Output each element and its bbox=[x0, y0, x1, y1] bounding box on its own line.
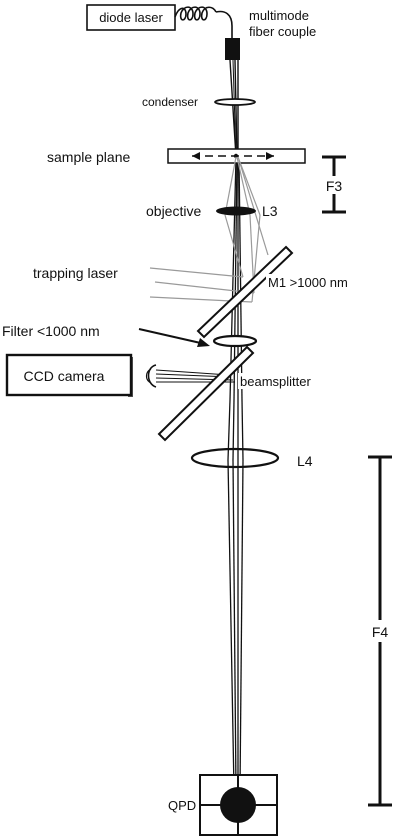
condenser-label: condenser bbox=[142, 95, 198, 109]
dichroic-mirror-m1 bbox=[196, 245, 294, 339]
l4-label: L4 bbox=[297, 453, 313, 469]
diode-laser-label: diode laser bbox=[99, 10, 163, 25]
filter-label: Filter <1000 nm bbox=[2, 323, 100, 339]
fiber-label-line2: fiber couple bbox=[249, 24, 316, 39]
qpd-detector bbox=[199, 774, 278, 836]
m1-label: M1 >1000 nm bbox=[268, 275, 348, 290]
optical-fiber bbox=[174, 6, 233, 38]
arrow-right-icon bbox=[266, 152, 274, 160]
beamsplitter-label: beamsplitter bbox=[240, 374, 311, 389]
objective-lens bbox=[216, 206, 256, 216]
fiber-coupler bbox=[225, 38, 240, 60]
qpd-label: QPD bbox=[168, 798, 196, 813]
ccd-camera-label: CCD camera bbox=[24, 368, 105, 384]
arrow-left-icon bbox=[192, 152, 200, 160]
camera-lens bbox=[147, 364, 157, 388]
filter-arrow-icon bbox=[197, 338, 210, 347]
ccd-camera: CCD camera bbox=[5, 353, 133, 397]
trapping-laser-label: trapping laser bbox=[33, 265, 118, 281]
lens-l4 bbox=[190, 447, 280, 469]
filter-lens bbox=[212, 334, 258, 348]
f3-label: F3 bbox=[326, 178, 343, 194]
condenser-lens bbox=[214, 98, 256, 106]
main-beam bbox=[227, 59, 244, 791]
sample-plane bbox=[167, 148, 306, 164]
fiber-label-line1: multimode bbox=[249, 8, 309, 23]
f4-label: F4 bbox=[372, 624, 389, 640]
diode-laser: diode laser bbox=[86, 4, 176, 31]
sample-plane-label: sample plane bbox=[47, 149, 130, 165]
objective-label: objective bbox=[146, 203, 201, 219]
beamsplitter bbox=[157, 345, 255, 442]
l3-label: L3 bbox=[262, 203, 278, 219]
trapping-laser-beams bbox=[149, 156, 269, 303]
filter-pointer-line bbox=[138, 328, 206, 345]
